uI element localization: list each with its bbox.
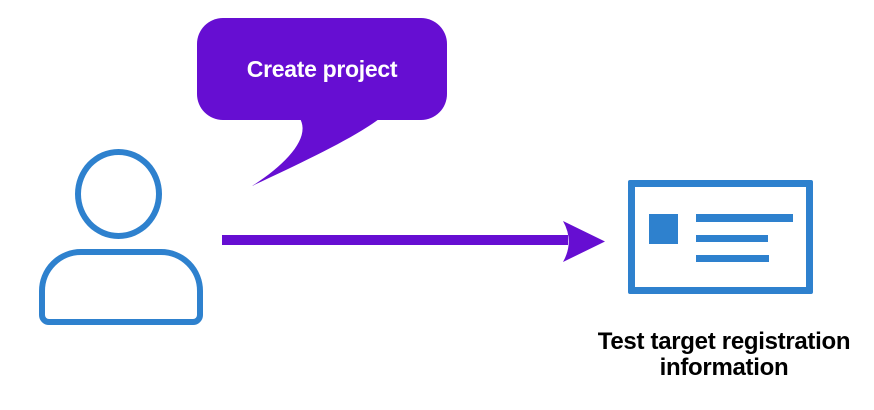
target-caption: Test target registration information xyxy=(597,328,851,381)
speech-bubble-tail xyxy=(252,117,379,186)
registration-card-icon xyxy=(628,180,813,294)
arrow-shaft xyxy=(222,235,568,245)
arrow-head-icon xyxy=(563,221,605,262)
user-head-icon xyxy=(75,149,162,239)
card-photo-square xyxy=(649,214,678,244)
card-text-line xyxy=(696,255,769,262)
user-torso-icon xyxy=(39,249,203,325)
user-icon xyxy=(36,145,206,330)
card-text-line xyxy=(696,235,768,242)
speech-bubble-label: Create project xyxy=(246,55,398,82)
speech-bubble: Create project xyxy=(197,18,447,120)
card-text-line xyxy=(696,214,793,222)
